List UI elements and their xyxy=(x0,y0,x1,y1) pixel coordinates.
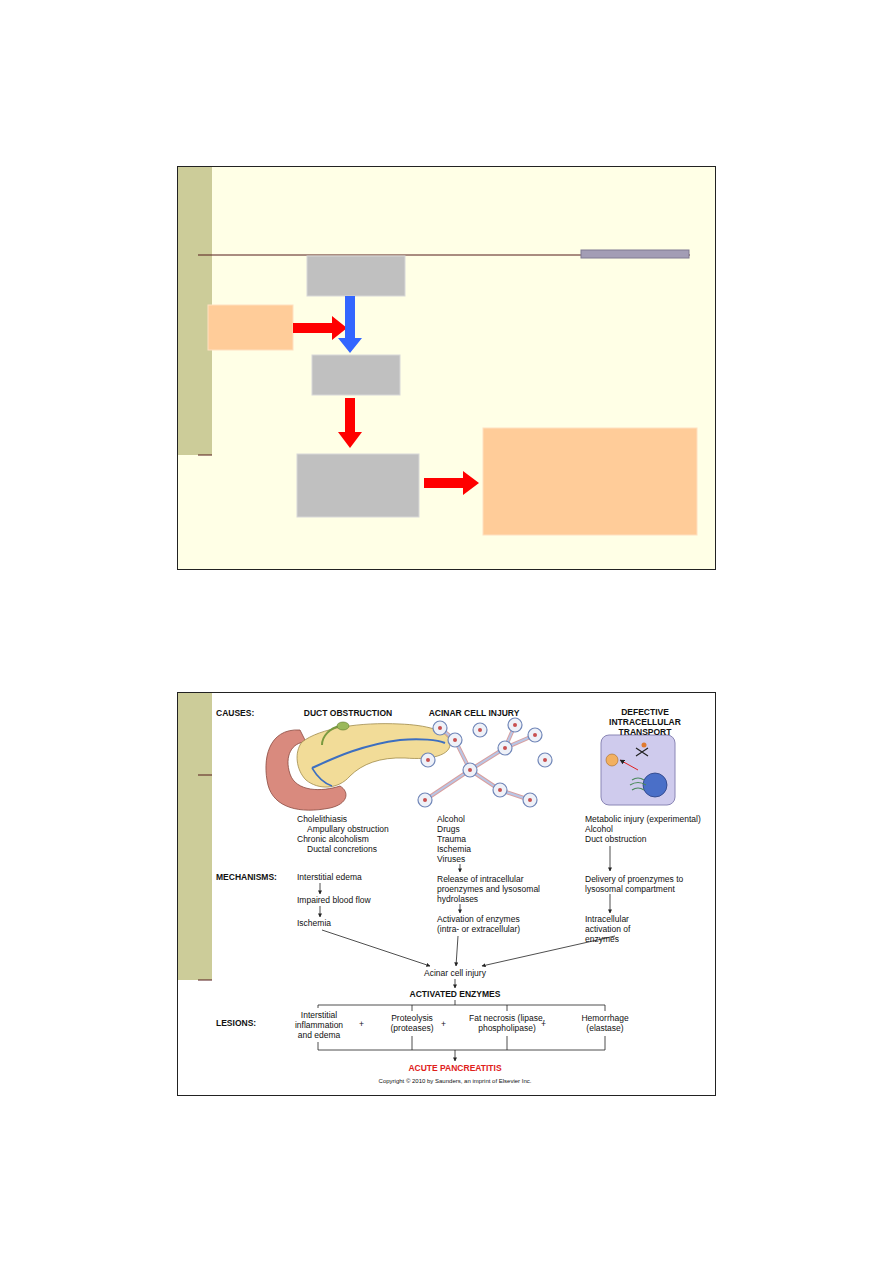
acinus-circle xyxy=(498,741,512,755)
acinus-circle xyxy=(538,753,552,767)
flow-text: + xyxy=(441,1019,446,1029)
flow-text: Interstitial edema xyxy=(297,872,362,882)
top-slide xyxy=(178,167,716,570)
flow-text: Release of intracellular proenzymes and … xyxy=(437,874,549,904)
flow-text: Ductal concretions xyxy=(307,844,377,854)
flow-text: Delivery of proenzymes to lysosomal comp… xyxy=(585,874,700,894)
flow-text: Ischemia xyxy=(297,918,331,928)
acinus-circle xyxy=(433,721,447,735)
section-heading: MECHANISMS: xyxy=(216,872,277,882)
flow-arrows xyxy=(318,846,615,1061)
flow-text: Cholelithiasis xyxy=(297,814,347,824)
flow-text: Ischemia xyxy=(437,844,471,854)
cause-heading: DUCT OBSTRUCTION xyxy=(288,708,408,718)
flow-text: Fat necrosis (lipase, phospholipase) xyxy=(462,1013,552,1033)
flow-text: Trauma xyxy=(437,834,466,844)
section-heading: CAUSES: xyxy=(216,708,254,718)
cause-heading: DEFECTIVE INTRACELLULAR TRANSPORT xyxy=(590,707,700,737)
flow-text: Acinar cell injury xyxy=(410,968,500,978)
flow-text: Ampullary obstruction xyxy=(307,824,389,834)
bottom-slide xyxy=(178,693,716,1096)
flow-text: Activation of enzymes (intra- or extrace… xyxy=(437,914,537,934)
flow-text: Impaired blood flow xyxy=(297,895,371,905)
acinar-illustration xyxy=(418,718,552,807)
acinus-circle xyxy=(421,753,435,767)
acinus-circle xyxy=(528,728,542,742)
acinus-circle xyxy=(473,723,487,737)
flow-text: Proteolysis (proteases) xyxy=(382,1013,442,1033)
flow-text: Duct obstruction xyxy=(585,834,646,844)
section-heading: LESIONS: xyxy=(216,1018,256,1028)
acinus-circle xyxy=(448,733,462,747)
acinus-circle xyxy=(523,793,537,807)
outcome-label: ACUTE PANCREATITIS xyxy=(380,1063,530,1073)
flow-text: Interstitial inflammation and edema xyxy=(288,1010,350,1040)
flow-text: Alcohol xyxy=(585,824,613,834)
flow-text: Chronic alcoholism xyxy=(297,834,369,844)
pancreas-illustration xyxy=(266,722,450,810)
acinus-circle xyxy=(508,718,522,732)
flow-text: Drugs xyxy=(437,824,460,834)
acinus-circle xyxy=(418,793,432,807)
flow-text: Viruses xyxy=(437,854,465,864)
flow-text: Alcohol xyxy=(437,814,465,824)
flow-text: + xyxy=(359,1019,364,1029)
cause-heading: ACINAR CELL INJURY xyxy=(414,708,534,718)
flow-text: Hemorrhage (elastase) xyxy=(572,1013,638,1033)
flow-text: Metabolic injury (experimental) xyxy=(585,814,701,824)
flow-text: Intracellular activation of enzymes xyxy=(585,914,665,944)
section-heading: ACTIVATED ENZYMES xyxy=(385,989,525,999)
flow-text: + xyxy=(541,1019,546,1029)
acinus-circle xyxy=(463,763,477,777)
acinus-circle xyxy=(493,783,507,797)
cell-illustration xyxy=(601,735,675,805)
copyright-note: Copyright © 2010 by Saunders, an imprint… xyxy=(330,1078,580,1085)
